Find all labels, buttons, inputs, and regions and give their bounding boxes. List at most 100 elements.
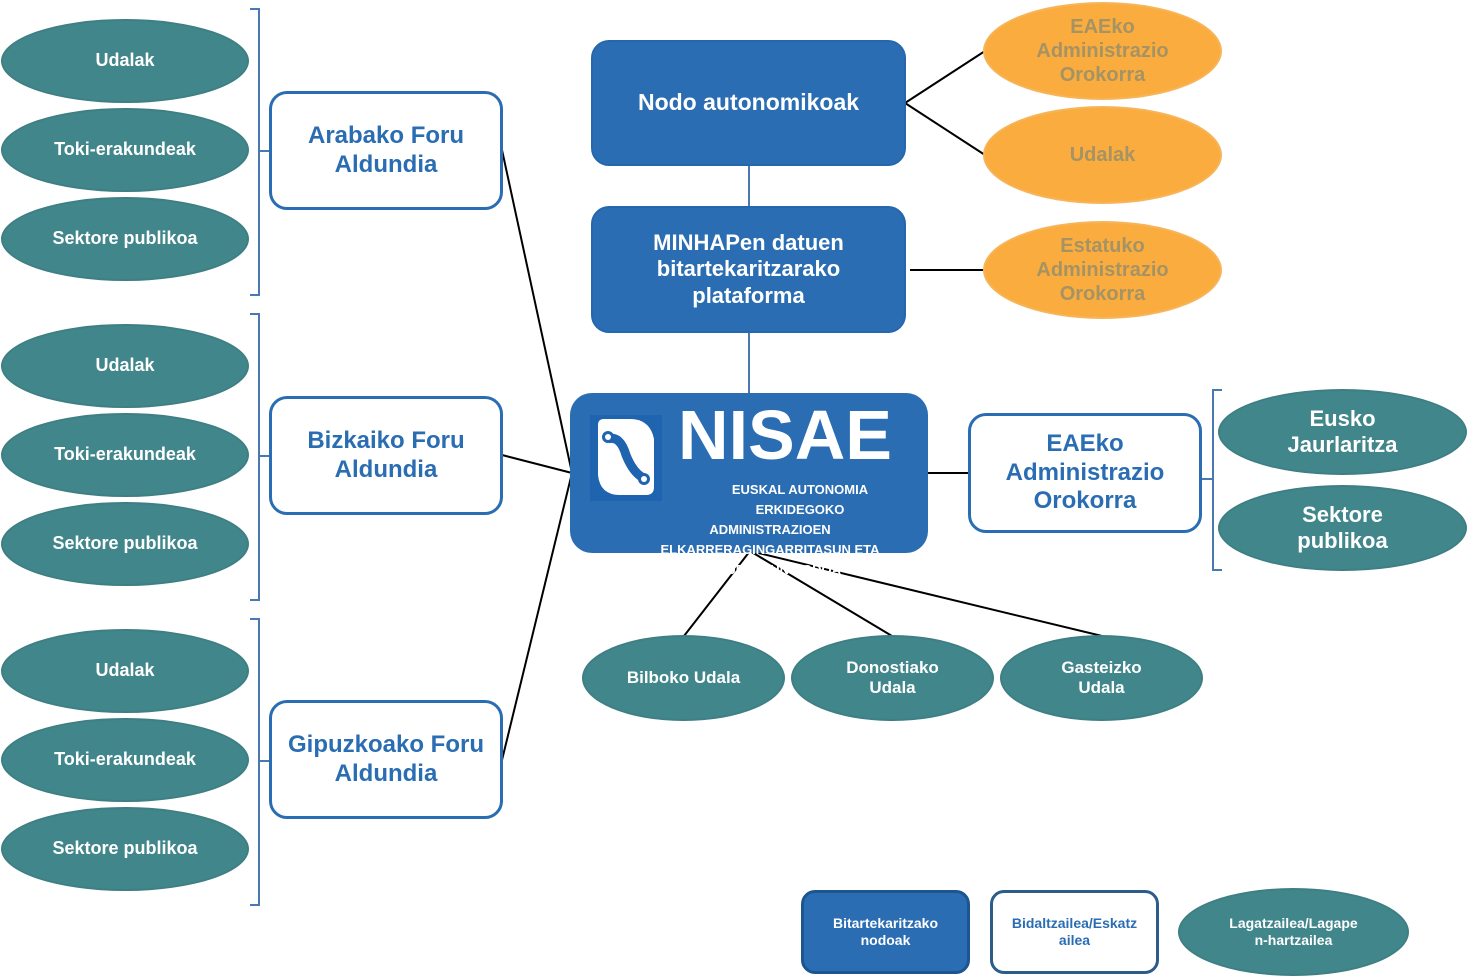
node-label: Nodo autonomikoak [637, 89, 860, 116]
brace-gipuzkoa [250, 618, 260, 906]
subtitle-line: ELKARRERAGINGARRITASUN ETA [660, 542, 880, 557]
connector-nodo-eaeko [904, 50, 986, 104]
label-line: Donostiako [846, 657, 939, 677]
label-line: Udala [1078, 678, 1125, 697]
oval-label: Toki-erakundeak [54, 749, 196, 770]
label-line: plataforma [692, 282, 805, 308]
label-line: Aldundia [334, 759, 438, 787]
label-line: Orokorra [1059, 64, 1146, 86]
brace-bizkaia [250, 313, 260, 601]
label-line: Udala [869, 678, 916, 697]
brace-tick-bizkaia [260, 455, 270, 457]
connector-nisae-donostia [749, 550, 893, 637]
oval-udalak-orange: Udalak [983, 106, 1222, 204]
brace-tick-gipuzkoa [260, 760, 270, 762]
label-line: Bidaltzailea/Eskatz [1011, 915, 1138, 932]
label-line: Eusko [1309, 405, 1376, 431]
oval-bizkaia-toki-erakundeak: Toki-erakundeak [1, 413, 249, 497]
oval-araba-toki-erakundeak: Toki-erakundeak [1, 108, 249, 192]
nisae-logo-icon [590, 415, 662, 501]
label-line: nodoak [860, 932, 911, 948]
connector-araba-nisae [501, 149, 573, 474]
oval-label: Toki-erakundeak [54, 444, 196, 465]
subtitle-line: EUSKAL AUTONOMIA ERKIDEGOKO [731, 482, 869, 517]
oval-gipuzkoa-udalak: Udalak [1, 629, 249, 713]
connector-nisae-gasteiz [749, 550, 1103, 637]
brace-tick-eae [1202, 478, 1212, 480]
brace-araba [250, 8, 260, 296]
connector-gipuzkoa-nisae [501, 472, 573, 761]
label-line: bitartekaritzarako [656, 256, 841, 282]
oval-araba-sektore-publikoa: Sektore publikoa [1, 197, 249, 281]
label-line: Bitartekaritzako [832, 915, 939, 932]
label-line: Administrazio [1005, 458, 1165, 486]
label-line: Gipuzkoako Foru [287, 730, 484, 758]
oval-label: Udalak [1069, 144, 1136, 166]
oval-label: Toki-erakundeak [54, 139, 196, 160]
oval-label: Sektore publikoa [52, 533, 198, 554]
brace-tick-araba [260, 150, 270, 152]
label-line: ailea [1058, 932, 1091, 948]
oval-gipuzkoa-toki-erakundeak: Toki-erakundeak [1, 718, 249, 802]
oval-bizkaia-udalak: Udalak [1, 324, 249, 408]
brace-eae [1212, 389, 1222, 571]
nisae-title: NISAE [678, 396, 892, 474]
oval-bilboko-udala: Bilboko Udala [582, 635, 785, 721]
oval-araba-udalak: Udalak [1, 19, 249, 103]
label-line: EAEko [1070, 16, 1135, 38]
oval-label: Sektore publikoa [52, 838, 198, 859]
label-line: Aldundia [334, 150, 438, 178]
label-line: Orokorra [1059, 283, 1146, 305]
label-line: Arabako Foru [307, 121, 465, 149]
node-nisae: NISAE EUSKAL AUTONOMIA ERKIDEGOKO ADMINI… [570, 393, 928, 577]
label-line: Orokorra [1033, 487, 1137, 515]
label-line: Jaurlaritza [1287, 432, 1398, 457]
label-line: Gasteizko [1061, 657, 1142, 677]
label-line: publikoa [1297, 528, 1388, 553]
oval-label: Udalak [95, 355, 155, 376]
label-line: Administrazio [1036, 259, 1169, 281]
label-line: Bizkaiko Foru [307, 426, 465, 454]
oval-label: Udalak [95, 50, 155, 71]
label-line: MINHAPen datuen [653, 229, 844, 255]
label-line: Estatuko [1060, 235, 1145, 257]
node-nodo-autonomikoak: Nodo autonomikoak [591, 40, 906, 166]
connector-nisae-bilbo [683, 550, 751, 637]
connector-bizkaia-nisae [501, 454, 573, 474]
label-line: Lagatzailea/Lagape [1229, 915, 1358, 932]
oval-label: Sektore publikoa [52, 228, 198, 249]
oval-label: Bilboko Udala [626, 667, 741, 687]
label-line: Sektore [1302, 501, 1383, 527]
oval-bizkaia-sektore-publikoa: Sektore publikoa [1, 502, 249, 586]
nisae-subtitle: EUSKAL AUTONOMIA ERKIDEGOKO ADMINISTRAZI… [630, 480, 910, 580]
label-line: Administrazio [1036, 40, 1169, 62]
subtitle-line: SEGURTASUN NODOA [698, 562, 842, 577]
connector-nodo-udalak [904, 102, 986, 156]
label-line: EAEko [1046, 429, 1124, 457]
